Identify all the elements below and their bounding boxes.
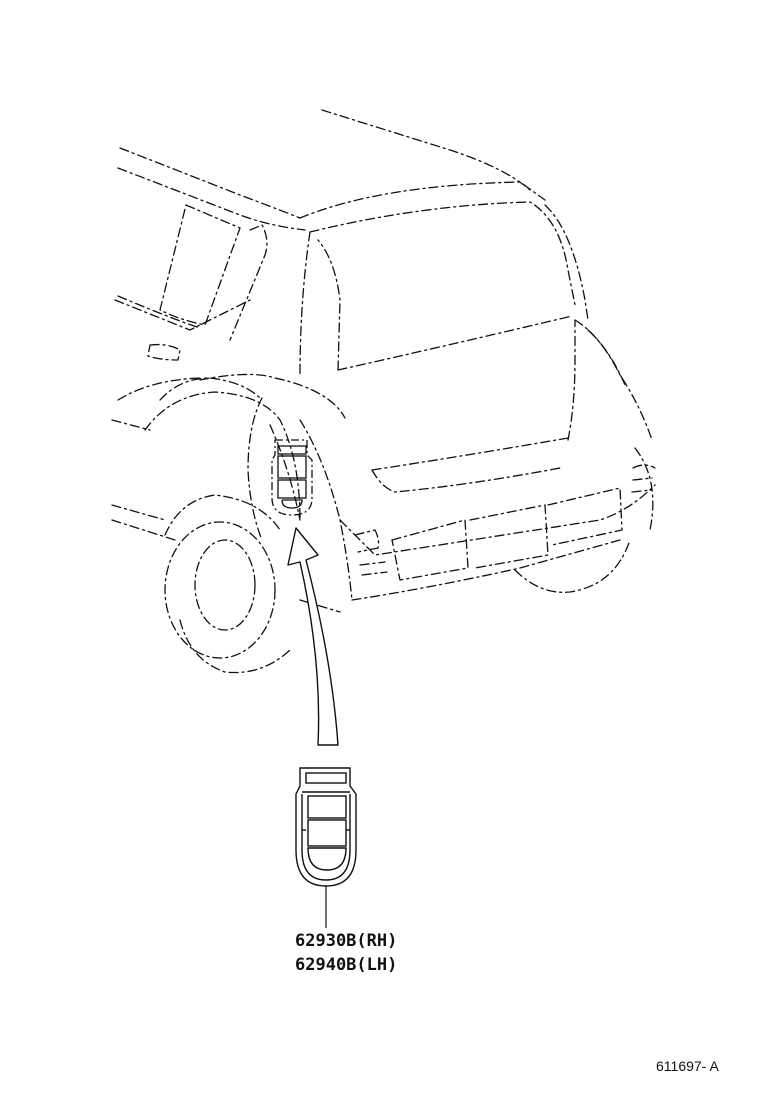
- part-label-rh: 62930B(RH): [295, 931, 397, 951]
- quarter-vent-on-vehicle: [271, 439, 313, 516]
- car-body-outline: [111, 109, 656, 674]
- quarter-vent-part: [295, 767, 357, 928]
- part-number: 62930B: [295, 931, 357, 951]
- figure-code: 611697- A: [656, 1058, 719, 1074]
- arrow-pointer-icon: [287, 527, 339, 746]
- part-label-lh: 62940B(LH): [295, 955, 397, 975]
- part-side: (LH): [356, 955, 398, 975]
- part-side: (RH): [356, 931, 398, 951]
- part-number: 62940B: [295, 955, 357, 975]
